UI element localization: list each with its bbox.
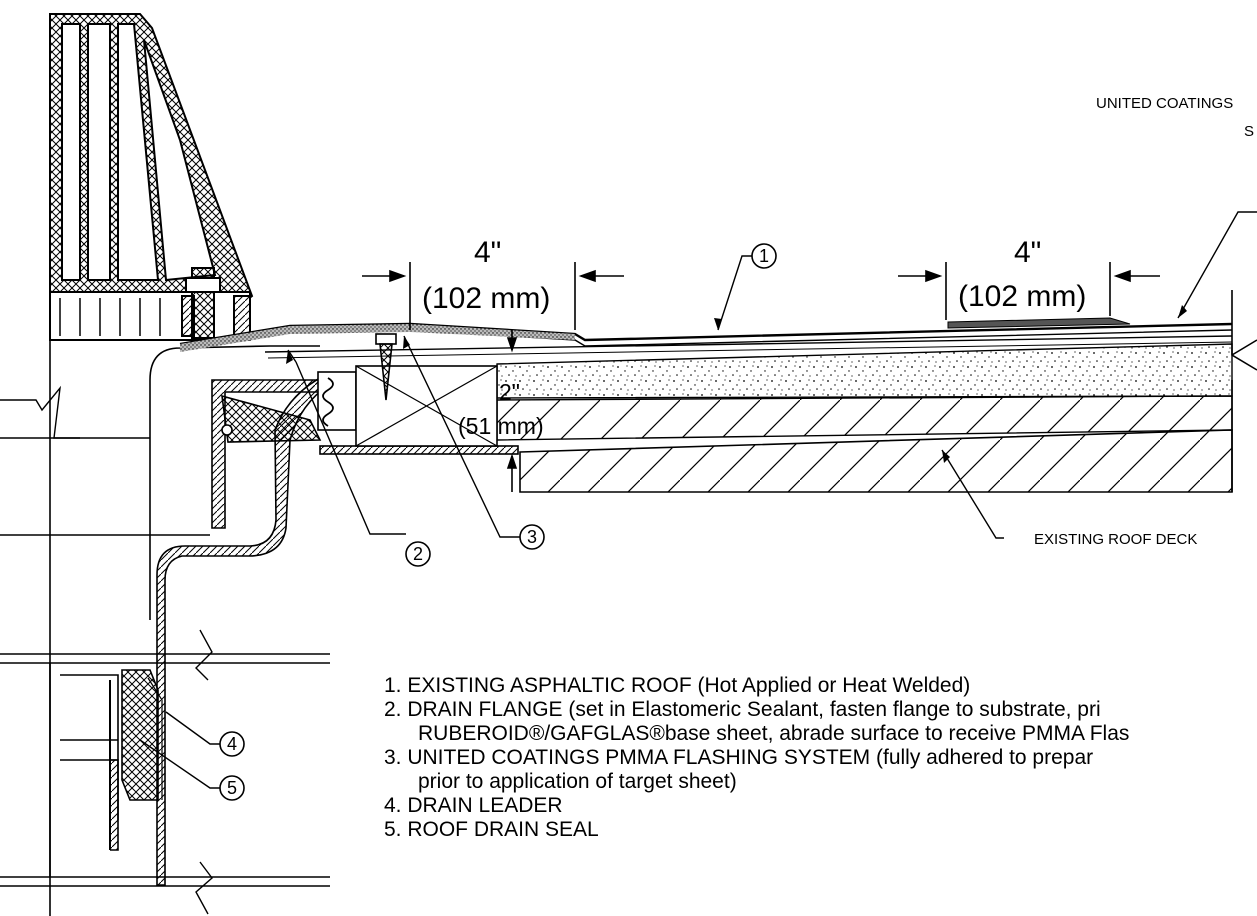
dim-insulation-mm: (51 mm) [458, 413, 544, 439]
note-5: 5. ROOF DRAIN SEAL [384, 818, 599, 841]
fastener-screw [375, 333, 397, 401]
svg-text:3: 3 [527, 527, 537, 547]
underdeck-clamp [221, 371, 519, 455]
note-2-line2: RUBEROID®/GAFGLAS®base sheet, abrade sur… [418, 722, 1130, 745]
dim-right-inches: 4" [1014, 236, 1041, 269]
wood-nailer [355, 365, 498, 447]
callout-1: 1 [751, 243, 777, 269]
note-3-line1: 3. UNITED COATINGS PMMA FLASHING SYSTEM … [384, 746, 1094, 769]
leader-lines [139, 211, 1257, 789]
roof-membrane [179, 317, 1233, 359]
dimension-lines [362, 262, 1160, 492]
svg-text:1: 1 [759, 246, 769, 266]
notes-list: 1. EXISTING ASPHALTIC ROOF (Hot Applied … [384, 674, 1129, 842]
note-4: 4. DRAIN LEADER [384, 794, 563, 817]
label-united-coatings: UNITED COATINGS [1096, 95, 1233, 112]
callout-3: 3 [519, 524, 545, 550]
dim-insulation-inches: 2" [499, 379, 520, 405]
drain-leader-assembly [0, 629, 330, 915]
break-line-right [1231, 290, 1257, 492]
note-2-line1: 2. DRAIN FLANGE (set in Elastomeric Seal… [384, 698, 1101, 721]
svg-text:2: 2 [413, 544, 423, 564]
label-existing-roof-deck: EXISTING ROOF DECK [1034, 531, 1197, 548]
note-1: 1. EXISTING ASPHALTIC ROOF (Hot Applied … [384, 674, 971, 697]
callout-5: 5 [219, 775, 245, 801]
svg-text:4: 4 [227, 734, 237, 754]
note-3-line2: prior to application of target sheet) [418, 770, 737, 793]
dim-left-mm: (102 mm) [422, 282, 550, 315]
callout-4: 4 [219, 731, 245, 757]
svg-text:5: 5 [227, 778, 237, 798]
label-united-coatings-line2: S [1244, 123, 1254, 140]
dim-right-mm: (102 mm) [958, 280, 1086, 313]
drain-outlet-wall [156, 377, 332, 886]
drain-dome-strainer [49, 13, 254, 341]
callout-2: 2 [405, 541, 431, 567]
dim-left-inches: 4" [474, 236, 501, 269]
roof-deck [519, 429, 1233, 493]
leader-arrowheads [286, 305, 1187, 463]
